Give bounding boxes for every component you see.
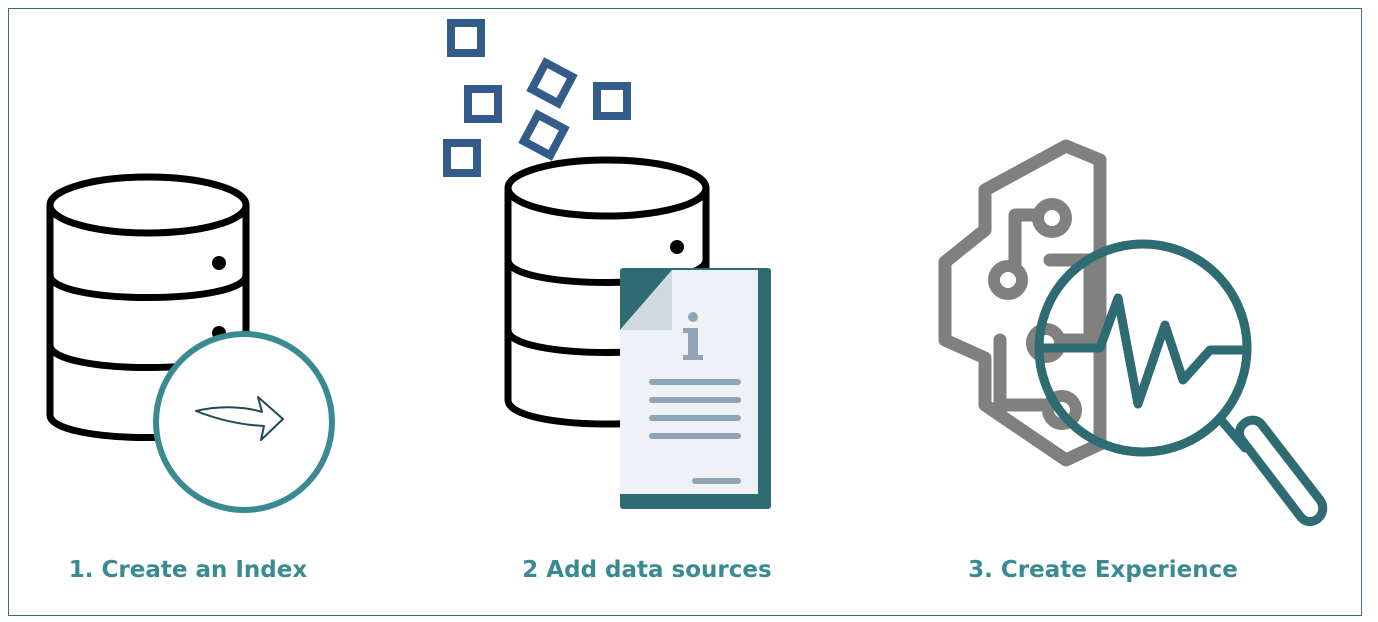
database-arrow-icon	[46, 173, 335, 513]
magnifier-icon	[1034, 239, 1327, 526]
curved-arrow-icon	[195, 396, 284, 441]
step-2-label: 2 Add data sources	[522, 557, 772, 583]
database-document-icon	[443, 19, 771, 509]
document-lines	[649, 379, 741, 484]
info-icon	[683, 312, 703, 360]
step-3-label: 3. Create Experience	[968, 557, 1238, 583]
document-icon	[620, 268, 771, 509]
step-1-label: 1. Create an Index	[68, 557, 308, 583]
flying-squares	[443, 19, 631, 177]
circuit-chip-icon	[938, 139, 1107, 467]
chip-magnifier-icon	[938, 139, 1327, 526]
